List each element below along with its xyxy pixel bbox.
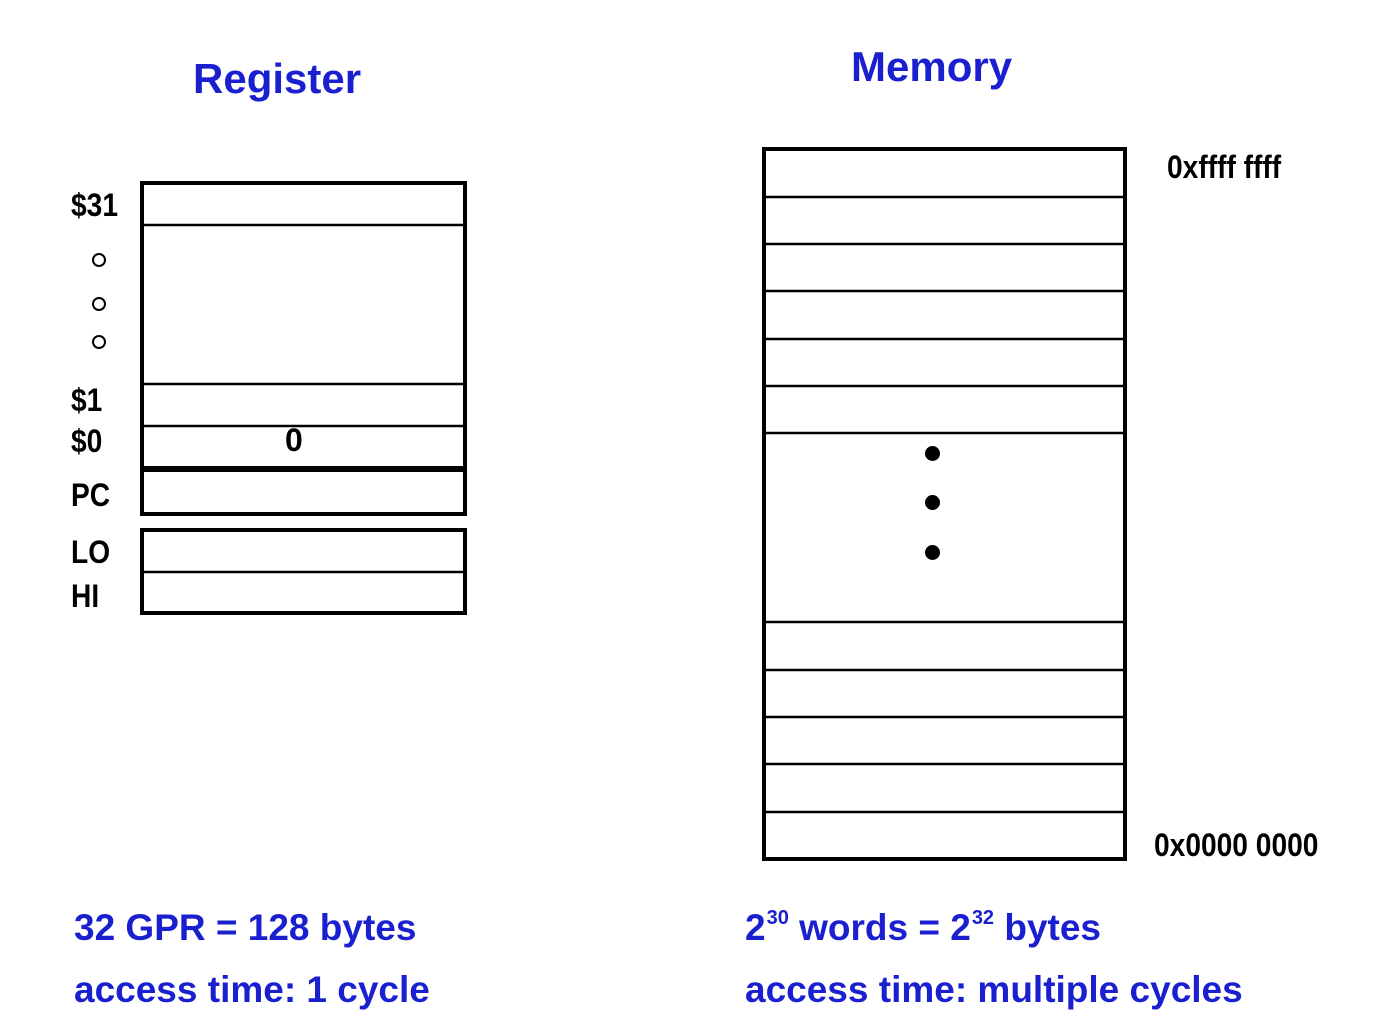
- register-caption-size: 32 GPR = 128 bytes: [74, 907, 417, 948]
- register-label-pc: PC: [71, 477, 111, 513]
- memory-outline: [762, 147, 1127, 861]
- memory-title: Memory: [851, 43, 1013, 90]
- register-label-r1: $1: [71, 382, 103, 418]
- memory-caption-exp1: 30: [766, 907, 789, 929]
- ellipsis-dot-icon: [925, 495, 940, 510]
- register-title: Register: [193, 55, 362, 102]
- memory-caption-exp2: 32: [971, 907, 995, 929]
- ellipsis-ring-icon: [92, 335, 106, 349]
- ellipsis-ring-icon: [92, 253, 106, 267]
- memory-box: [762, 147, 1127, 861]
- memory-caption-words: words = 2: [799, 907, 971, 948]
- register-label-r0: $0: [71, 423, 103, 459]
- register-file-box: [140, 181, 467, 615]
- ellipsis-dot-icon: [925, 446, 940, 461]
- register-caption-access-time: access time: 1 cycle: [74, 969, 430, 1010]
- memory-top-address: 0xffff ffff: [1167, 149, 1282, 185]
- register-label-r31: $31: [71, 187, 118, 223]
- register-r0-value: 0: [285, 422, 303, 458]
- ellipsis-ring-icon: [92, 297, 106, 311]
- memory-bottom-address: 0x0000 0000: [1154, 827, 1319, 863]
- memory-caption-bytes: bytes: [1004, 907, 1101, 948]
- memory-caption-access-time: access time: multiple cycles: [745, 969, 1243, 1010]
- memory-caption-size: 230 words = 232 bytes: [745, 907, 1101, 948]
- register-label-hi: HI: [71, 578, 100, 614]
- ellipsis-dot-icon: [925, 545, 940, 560]
- register-label-lo: LO: [71, 534, 111, 570]
- memory-caption-base1: 2: [745, 907, 766, 948]
